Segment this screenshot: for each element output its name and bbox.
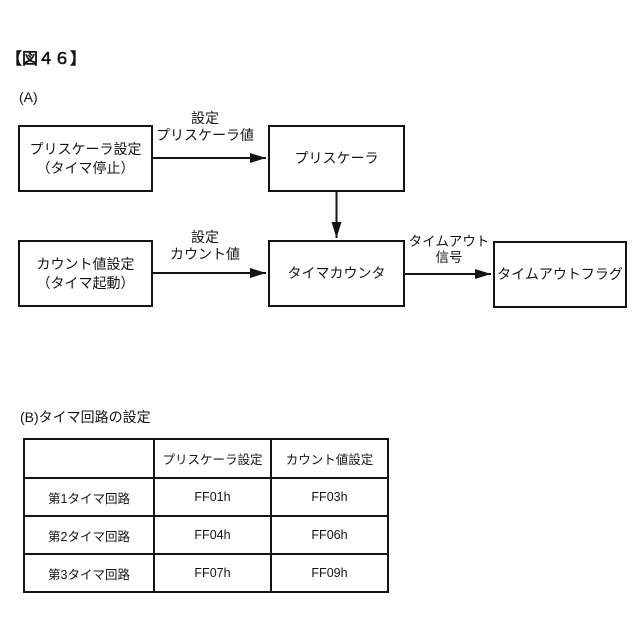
label-timeout-signal-line2: 信号 (435, 250, 463, 265)
block-count-setting: カウント値設定 （タイマ起動） (18, 240, 153, 307)
table-header-prescaler: プリスケーラ設定 (153, 438, 272, 479)
timer2-prescaler-cell: FF04h (153, 515, 272, 555)
block-timer-counter-label: タイマカウンタ (287, 265, 386, 281)
block-prescaler: プリスケーラ (268, 125, 405, 192)
block-timer-counter: タイマカウンタ (268, 240, 405, 307)
table-header-empty (23, 438, 155, 479)
label-timeout-signal-line1: タイムアウト (408, 234, 490, 249)
timer1-prescaler-cell: FF01h (153, 477, 272, 517)
section-b-label: (B)タイマ回路の設定 (20, 409, 151, 425)
block-prescaler-setting-line1: プリスケーラ設定 (29, 140, 142, 157)
timer1-name-cell: 第1タイマ回路 (23, 477, 155, 517)
block-prescaler-setting: プリスケーラ設定 （タイマ停止） (18, 125, 153, 192)
timer2-count-cell: FF06h (270, 515, 389, 555)
label-set-prescaler-value: 設定 プリスケーラ値 (148, 110, 262, 144)
block-prescaler-setting-line2: （タイマ停止） (36, 159, 135, 176)
timer2-name-cell: 第2タイマ回路 (23, 515, 155, 555)
block-prescaler-label: プリスケーラ (294, 150, 379, 166)
block-count-setting-line2: （タイマ起動） (36, 274, 135, 291)
label-timeout-signal: タイムアウト 信号 (404, 234, 494, 266)
table-header-row: プリスケーラ設定 カウント値設定 (23, 438, 389, 479)
label-set-prescaler-value-line2: プリスケーラ値 (156, 127, 254, 143)
table-row-timer3: 第3タイマ回路 FF07h FF09h (23, 553, 389, 593)
label-set-count-value-line1: 設定 (191, 229, 219, 245)
label-set-count-value-line2: カウント値 (170, 246, 240, 262)
table-row-timer2: 第2タイマ回路 FF04h FF06h (23, 515, 389, 555)
section-a-label: (A) (19, 89, 38, 105)
timer1-count-cell: FF03h (270, 477, 389, 517)
table-header-count: カウント値設定 (270, 438, 389, 479)
block-timeout-flag-label: タイムアウトフラグ (497, 266, 623, 282)
timer-settings-table: プリスケーラ設定 カウント値設定 第1タイマ回路 FF01h FF03h 第2タ… (23, 438, 389, 593)
timer3-count-cell: FF09h (270, 553, 389, 593)
figure-title: 【図４６】 (6, 51, 87, 68)
label-set-count-value: 設定 カウント値 (148, 229, 262, 263)
table-row-timer1: 第1タイマ回路 FF01h FF03h (23, 477, 389, 517)
label-set-prescaler-value-line1: 設定 (191, 110, 219, 126)
timer3-name-cell: 第3タイマ回路 (23, 553, 155, 593)
block-timeout-flag: タイムアウトフラグ (493, 241, 627, 308)
block-count-setting-line1: カウント値設定 (36, 255, 135, 272)
timer3-prescaler-cell: FF07h (153, 553, 272, 593)
